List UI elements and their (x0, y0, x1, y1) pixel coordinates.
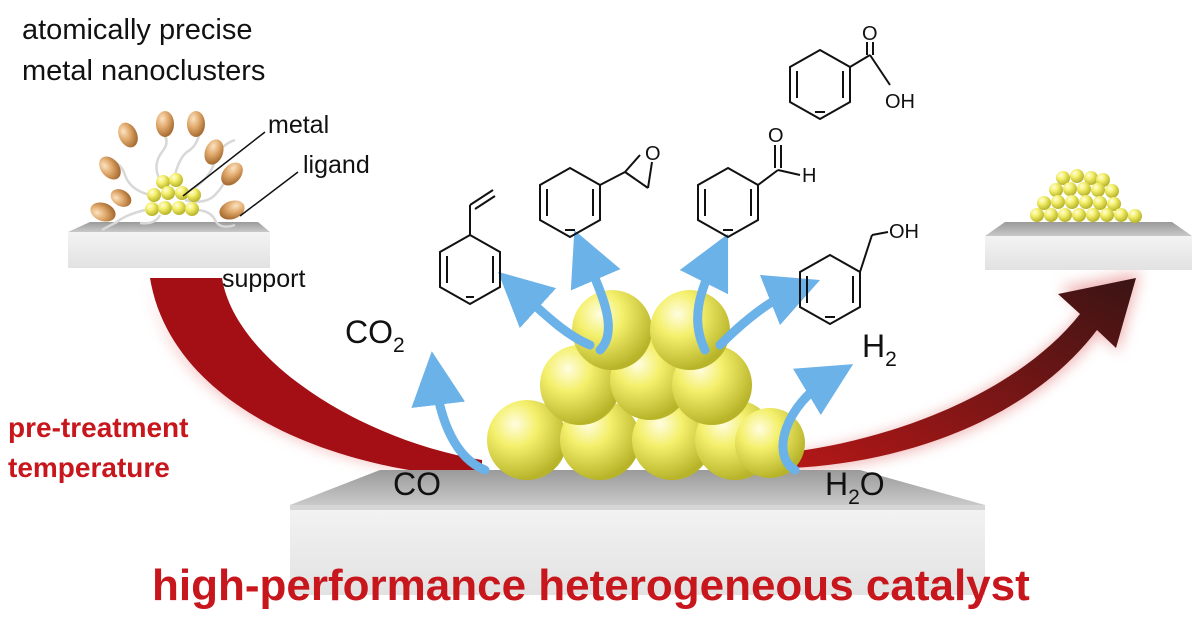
main-support-slab (290, 470, 985, 595)
metal-callout: metal (268, 111, 329, 139)
bare-gold-cluster (1030, 169, 1142, 223)
aldehyde-h-label: H (802, 165, 816, 187)
co2-label: CO2 (345, 314, 405, 357)
co-label: CO (393, 466, 441, 502)
acid-o-label: O (862, 23, 878, 45)
callout-lines (182, 131, 299, 217)
blue-arrow-to-aldehyde (679, 233, 729, 355)
right-red-arrow (790, 272, 1140, 470)
styrene-molecule (439, 189, 501, 306)
large-gold-cluster (487, 290, 805, 480)
h2-label: H2 (862, 328, 897, 371)
acid-oh-label: OH (885, 91, 915, 113)
support-callout: support (222, 265, 305, 293)
pretreatment-line-1: pre-treatment (8, 412, 188, 443)
small-gold-cluster (145, 173, 201, 216)
h2o-label: H2O (825, 466, 885, 509)
left-red-arrow (150, 275, 482, 478)
blue-arrow-to-styrene (498, 271, 595, 350)
right-support-slab (985, 222, 1192, 270)
benzaldehyde-molecule (697, 145, 801, 239)
pretreatment-line-2: temperature (8, 452, 170, 483)
alcohol-oh-label: OH (889, 221, 919, 243)
blue-arrow-co-to-co2 (411, 351, 490, 475)
title-line-1: atomically precise (22, 14, 252, 46)
blue-arrow-to-alcohol (715, 274, 821, 350)
blue-arrow-h2o-to-h2 (778, 364, 854, 475)
styrene-oxide-molecule (539, 154, 653, 239)
bottom-title: high-performance heterogeneous catalyst (152, 561, 1030, 610)
benzoic-acid-molecule (789, 42, 891, 121)
blue-reaction-arrows (411, 230, 854, 475)
benzyl-alcohol-molecule (799, 231, 889, 326)
ligand-ellipsoids (90, 111, 245, 222)
ligand-callout: ligand (303, 151, 370, 179)
blue-arrow-to-epoxide (570, 230, 621, 355)
left-support-slab (68, 222, 270, 268)
aldehyde-o-label: O (768, 125, 784, 147)
epoxide-o-label: O (645, 143, 661, 165)
title-line-2: metal nanoclusters (22, 55, 265, 87)
